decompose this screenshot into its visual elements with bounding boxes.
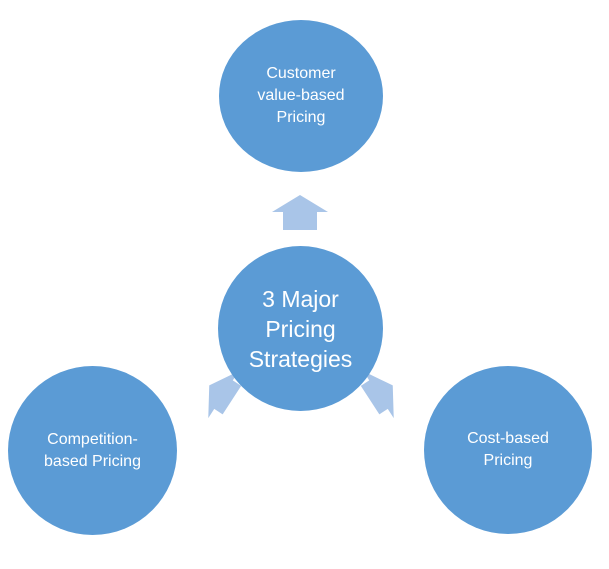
node-cost-based-pricing: Cost-based Pricing <box>424 366 592 534</box>
center-node-label: 3 Major Pricing Strategies <box>248 285 353 372</box>
node-competition-based-pricing: Competition- based Pricing <box>8 366 177 535</box>
node-label: Competition- based Pricing <box>44 430 141 470</box>
node-customer-value-based-pricing: Customer value-based Pricing <box>219 20 383 172</box>
node-label: Cost-based Pricing <box>467 430 549 469</box>
arrow-down-left <box>208 371 242 419</box>
arrow-up <box>272 195 328 230</box>
node-label: Customer value-based Pricing <box>257 65 345 126</box>
arrow-down-right <box>360 371 394 419</box>
center-node: 3 Major Pricing Strategies <box>218 246 383 411</box>
